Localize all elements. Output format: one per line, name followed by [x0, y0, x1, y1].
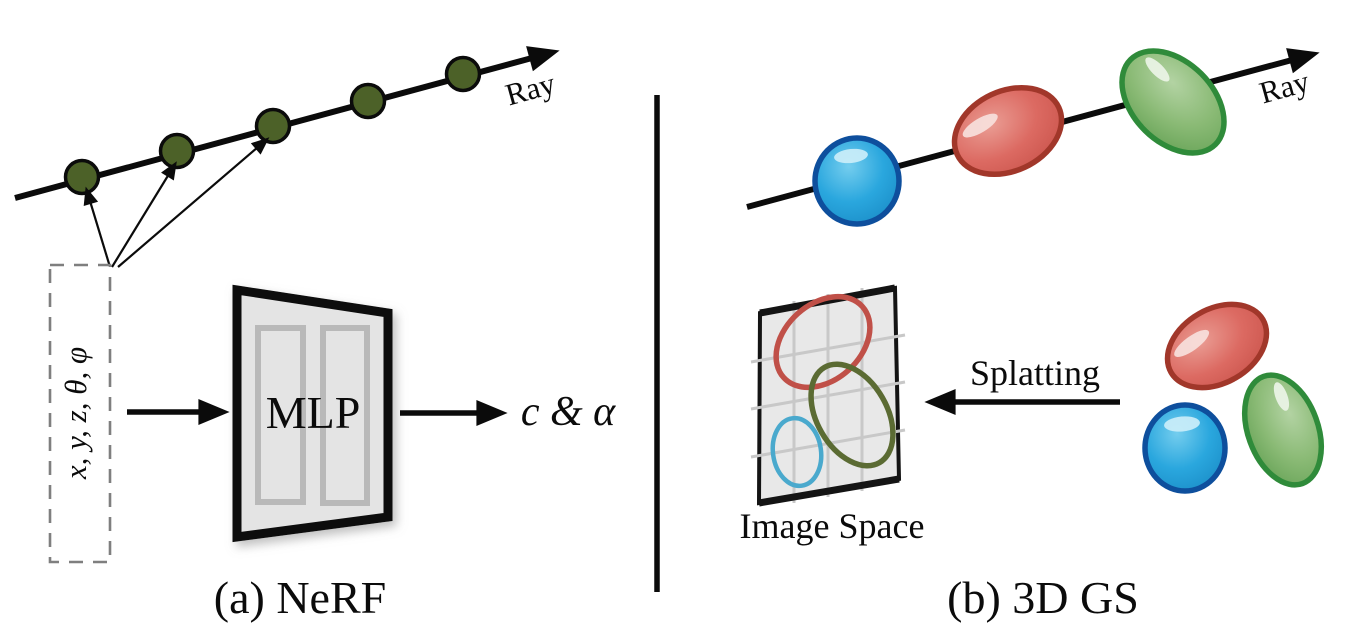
grid-h2 — [750, 380, 906, 411]
gaussian-green-highlight — [1145, 57, 1170, 82]
nerf-ray-label-group: Ray — [501, 65, 559, 112]
sample-point-1 — [63, 158, 101, 196]
image-space-label: Image Space — [740, 506, 925, 546]
input-vector-text: x, y, z, θ, φ — [58, 347, 93, 480]
gaussian-blue-highlight — [834, 148, 868, 164]
cluster-green-body — [1242, 372, 1324, 488]
panel-b-caption: (b) 3D GS — [947, 572, 1139, 623]
mlp-layer-right — [320, 325, 370, 506]
cluster-gaussian-red — [1164, 301, 1270, 391]
image-plane-grid — [750, 288, 906, 503]
sample-point-5 — [444, 55, 482, 93]
panel-a-nerf: Ray x, y, z, θ, φ MLP c & α (a) NeRF — [14, 46, 616, 623]
nerf-sample-points — [63, 55, 482, 196]
mlp-door — [232, 284, 393, 543]
gs-ray-gaussian-red — [951, 84, 1065, 178]
image-plane-bottom-edge — [758, 475, 900, 507]
mlp-label: MLP — [266, 387, 361, 438]
splat-outline-blue-ellipse — [770, 415, 824, 489]
splat-outline-red-ellipse — [773, 293, 873, 391]
panel-b-3dgs: Ray — [740, 48, 1324, 623]
gaussian-red-body — [951, 84, 1065, 178]
input-vector-text-group: x, y, z, θ, φ — [58, 347, 93, 480]
gaussian-cluster — [1142, 301, 1324, 494]
cluster-green-highlight — [1273, 382, 1290, 411]
mlp-layer-left — [255, 325, 306, 505]
splat-outline-olive-ellipse — [808, 361, 896, 469]
nerf-ray-label: Ray — [501, 65, 559, 112]
cluster-red-highlight — [1174, 329, 1210, 357]
cluster-gaussian-green — [1242, 372, 1324, 488]
panel-a-caption: (a) NeRF — [214, 572, 386, 623]
gs-ray-gaussian-green — [1119, 48, 1227, 156]
sampling-arrow-1 — [83, 186, 112, 268]
gaussian-red-highlight — [962, 113, 998, 138]
splat-outline-olive — [808, 361, 896, 469]
cluster-red-body — [1164, 301, 1270, 391]
input-vector-box — [48, 263, 112, 564]
sampling-arrow-2 — [111, 161, 177, 268]
splat-outline-blue — [770, 415, 824, 489]
gaussian-green-body — [1119, 48, 1227, 156]
sample-point-3 — [254, 107, 292, 145]
image-space-plane — [750, 284, 906, 507]
gs-ray-gaussian-blue — [812, 135, 902, 227]
mlp-output-label: c & α — [521, 389, 616, 435]
mlp-block: MLP — [232, 284, 393, 543]
sample-point-4 — [349, 82, 387, 120]
cluster-gaussian-blue — [1142, 402, 1228, 494]
cluster-blue-highlight — [1164, 416, 1200, 432]
sample-point-2 — [158, 132, 196, 170]
sampling-arrows — [83, 137, 270, 268]
sampling-arrow-3 — [117, 137, 270, 268]
splat-outline-red — [773, 293, 873, 391]
splatting-label: Splatting — [970, 353, 1100, 393]
